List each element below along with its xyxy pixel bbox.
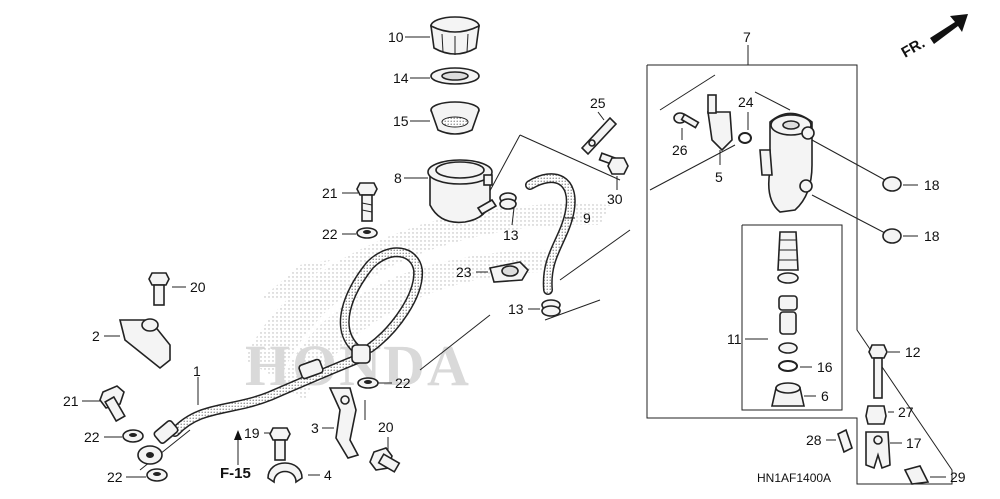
callout-18-lower: 18 bbox=[924, 228, 940, 244]
master-cylinder-body[interactable] bbox=[759, 112, 815, 213]
callout-27: 27 bbox=[898, 404, 914, 420]
reservoir-cap[interactable] bbox=[430, 16, 480, 55]
reservoir-stay-25[interactable] bbox=[580, 116, 618, 156]
callout-13-lower: 13 bbox=[508, 301, 524, 317]
hose-holder-23[interactable] bbox=[488, 261, 530, 283]
callout-7: 7 bbox=[743, 29, 751, 45]
callout-4: 4 bbox=[324, 467, 332, 483]
front-indicator-text: FR. bbox=[899, 35, 928, 62]
piston-set-11[interactable] bbox=[777, 231, 799, 354]
callout-3: 3 bbox=[311, 420, 319, 436]
callout-16: 16 bbox=[817, 359, 833, 375]
washer-22-upper[interactable] bbox=[356, 227, 378, 239]
callout-21-lower: 21 bbox=[63, 393, 79, 409]
boot-6[interactable] bbox=[771, 382, 805, 407]
hose-joint-5[interactable] bbox=[707, 94, 733, 152]
callout-leaders bbox=[82, 36, 946, 478]
bolt-20-right[interactable] bbox=[369, 447, 401, 473]
bolt-21-upper[interactable] bbox=[356, 182, 378, 222]
reservoir-hose-9[interactable] bbox=[525, 173, 576, 295]
lock-nut-27[interactable] bbox=[865, 405, 887, 425]
diagram-code: HN1AF1400A bbox=[757, 471, 831, 485]
callout-22-lower-b: 22 bbox=[107, 469, 123, 485]
bolt-18-lower[interactable] bbox=[811, 194, 902, 244]
callout-20-left: 20 bbox=[190, 279, 206, 295]
callout-28: 28 bbox=[806, 432, 822, 448]
hose-clip-13-upper[interactable] bbox=[499, 192, 517, 210]
callout-14: 14 bbox=[393, 70, 409, 86]
callout-8: 8 bbox=[394, 170, 402, 186]
washer-22-lower-a[interactable] bbox=[122, 429, 144, 443]
o-ring-24[interactable] bbox=[738, 132, 752, 144]
section-reference-text: F-15 bbox=[220, 465, 251, 482]
callout-25: 25 bbox=[590, 95, 606, 111]
bolt-21-lower[interactable] bbox=[99, 385, 126, 423]
hose-bracket-3[interactable] bbox=[328, 387, 360, 459]
callout-15: 15 bbox=[393, 113, 409, 129]
screw-26[interactable] bbox=[673, 112, 700, 129]
bolt-18-upper[interactable] bbox=[811, 139, 902, 192]
callout-17: 17 bbox=[906, 435, 922, 451]
callout-1: 1 bbox=[193, 363, 201, 379]
callout-18-upper: 18 bbox=[924, 177, 940, 193]
banjo-joint[interactable] bbox=[137, 445, 163, 465]
push-rod-12[interactable] bbox=[868, 344, 888, 399]
callout-24: 24 bbox=[738, 94, 754, 110]
reservoir-plate[interactable] bbox=[430, 67, 480, 85]
cotter-pin-29[interactable] bbox=[903, 465, 930, 485]
push-rod-joint-17[interactable] bbox=[865, 431, 891, 470]
front-direction-indicator: FR. bbox=[899, 14, 968, 62]
washer-22-lower-b[interactable] bbox=[146, 468, 168, 482]
callout-labels: 10 14 15 8 21 22 20 2 1 21 22 22 19 3 4 … bbox=[63, 29, 966, 485]
washer-22-mid[interactable] bbox=[357, 377, 379, 389]
callout-21-upper: 21 bbox=[322, 185, 338, 201]
callout-29: 29 bbox=[950, 469, 966, 485]
callout-2: 2 bbox=[92, 328, 100, 344]
callout-5: 5 bbox=[715, 169, 723, 185]
hose-clamp-4[interactable] bbox=[267, 462, 303, 484]
callout-22-upper: 22 bbox=[322, 226, 338, 242]
hose-clip-13-lower[interactable] bbox=[541, 299, 561, 317]
assembly-outline-7 bbox=[646, 64, 953, 485]
callout-13-upper: 13 bbox=[503, 227, 519, 243]
reservoir-diaphragm[interactable] bbox=[430, 101, 480, 135]
callout-30: 30 bbox=[607, 191, 623, 207]
bolt-30[interactable] bbox=[598, 152, 629, 175]
callout-20-right: 20 bbox=[378, 419, 394, 435]
brake-reservoir[interactable] bbox=[427, 159, 498, 224]
callout-19: 19 bbox=[244, 425, 260, 441]
callout-23: 23 bbox=[456, 264, 472, 280]
circlip-16[interactable] bbox=[778, 360, 798, 372]
callout-10: 10 bbox=[388, 29, 404, 45]
callout-22-mid: 22 bbox=[395, 375, 411, 391]
brake-hose[interactable] bbox=[153, 247, 424, 445]
section-reference: F-15 bbox=[220, 430, 251, 482]
hose-clamp-bracket-2[interactable] bbox=[118, 318, 171, 370]
callout-22-lower-a: 22 bbox=[84, 429, 100, 445]
bolt-19[interactable] bbox=[269, 427, 291, 461]
callout-26: 26 bbox=[672, 142, 688, 158]
callout-9: 9 bbox=[583, 210, 591, 226]
bolt-20-left[interactable] bbox=[148, 272, 170, 306]
guide-lines bbox=[139, 134, 631, 471]
callout-6: 6 bbox=[821, 388, 829, 404]
joint-pin-28[interactable] bbox=[837, 428, 853, 454]
callout-12: 12 bbox=[905, 344, 921, 360]
callout-11: 11 bbox=[727, 331, 742, 347]
